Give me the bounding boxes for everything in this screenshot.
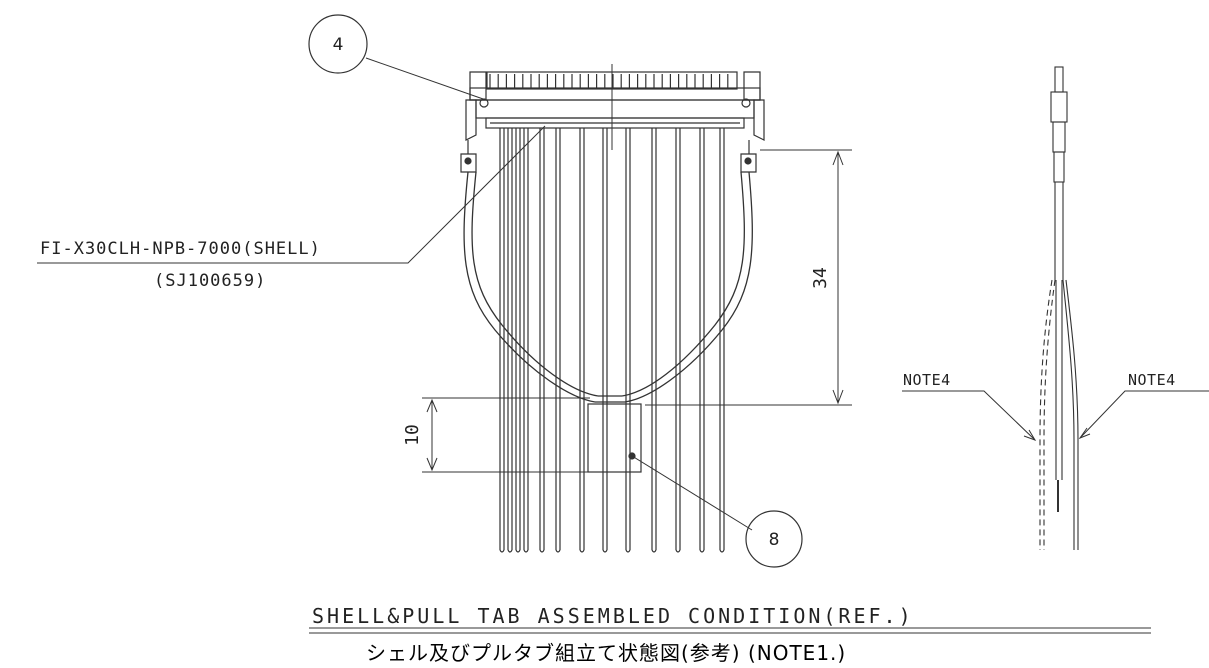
dimension-10-label: 10 (402, 424, 423, 446)
balloon-4-label: 4 (333, 35, 344, 55)
balloon-8-label: 8 (769, 530, 780, 550)
dimension-34-label: 34 (810, 267, 831, 289)
pull-tab-loop (463, 171, 753, 403)
note-4-right: NOTE4 (1128, 371, 1176, 389)
dimension-34 (645, 149, 852, 406)
leader-note-left (902, 390, 1036, 441)
balloon-8 (745, 510, 803, 568)
pull-tab (587, 403, 642, 473)
leader-note-right (1079, 390, 1209, 439)
cable-bundle (499, 128, 725, 553)
part-number-label: FI-X30CLH-NPB-7000(SHELL) (40, 239, 321, 259)
note-4-left: NOTE4 (903, 371, 951, 389)
part-code-label: (SJ100659) (154, 271, 266, 291)
connector-side-view (1039, 66, 1079, 550)
drawing-title: SHELL&PULL TAB ASSEMBLED CONDITION(REF.) (312, 604, 914, 628)
connector-front-view (460, 64, 765, 173)
drawing-subtitle: シェル及びプルタブ組立て状態図(参考) (NOTE1.) (366, 641, 846, 665)
dimension-10 (422, 397, 590, 473)
leader-balloon-4 (365, 57, 487, 101)
leader-balloon-8 (631, 455, 753, 531)
balloon-4 (308, 14, 368, 74)
leader-part-number (37, 125, 546, 264)
